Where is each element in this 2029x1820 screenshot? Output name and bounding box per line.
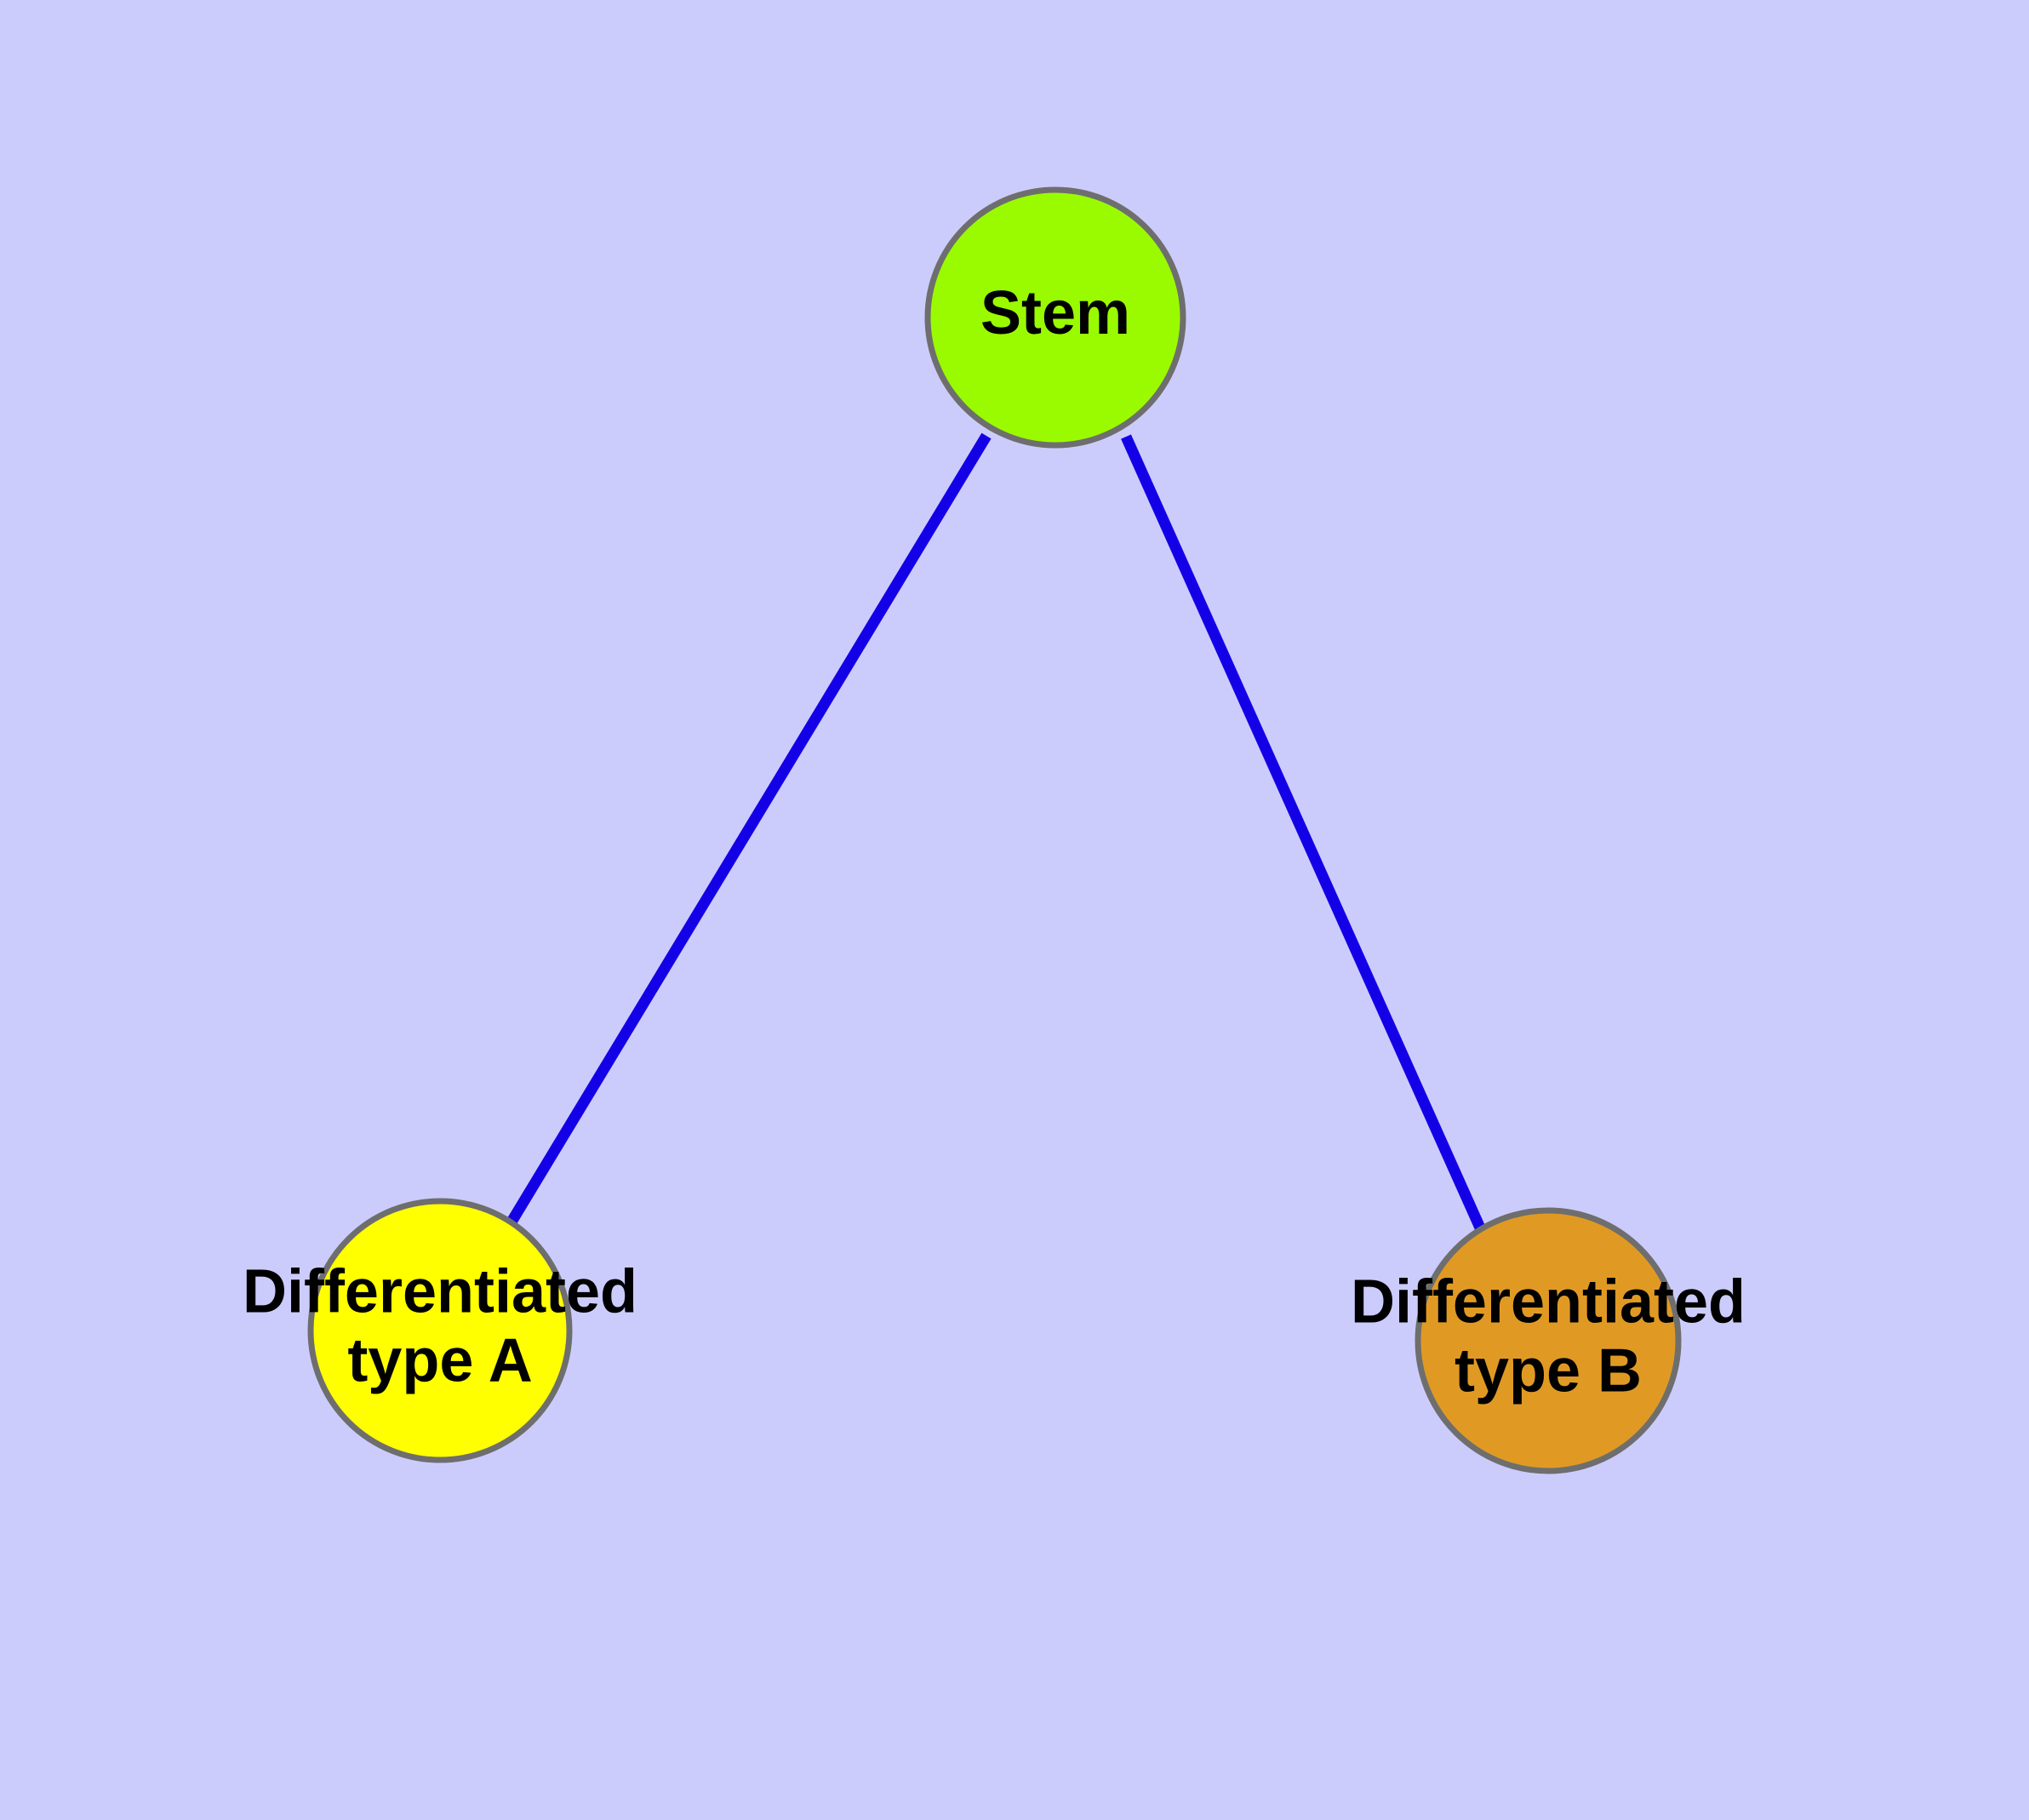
node-label-line: type A bbox=[347, 1327, 532, 1395]
node-label-stem: Stem bbox=[980, 279, 1130, 347]
node-label-line: Differentiated bbox=[243, 1257, 637, 1325]
graph-edge-stem-to-diff-b[interactable] bbox=[1121, 434, 1488, 1236]
node-circle-diff-a[interactable] bbox=[307, 1198, 573, 1463]
graph-edge-stem-to-diff-a[interactable] bbox=[506, 432, 992, 1227]
graph-node-stem[interactable]: Stem bbox=[924, 186, 1186, 449]
edge-layer bbox=[506, 432, 1488, 1236]
node-label-line: type B bbox=[1455, 1337, 1642, 1405]
node-label-line: Differentiated bbox=[1351, 1268, 1746, 1336]
node-circle-stem[interactable] bbox=[924, 186, 1186, 449]
node-circle-diff-b[interactable] bbox=[1415, 1207, 1682, 1474]
node-label-line: Stem bbox=[980, 279, 1130, 347]
